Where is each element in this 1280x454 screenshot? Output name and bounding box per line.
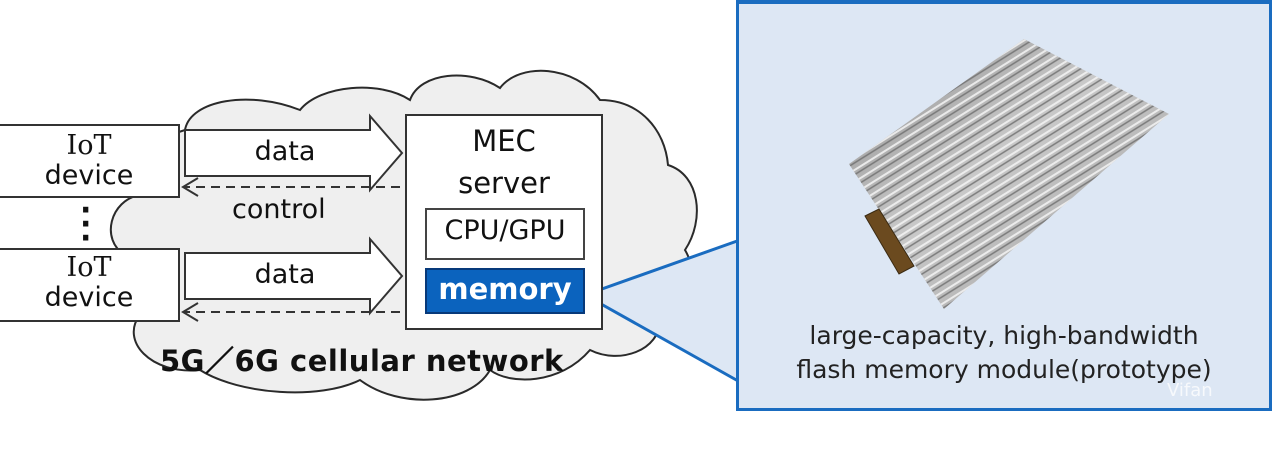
iot-device-box: IoT device [0, 124, 180, 198]
data-arrow-bottom [184, 236, 404, 316]
callout-connector [585, 240, 740, 380]
data-arrow-top [184, 113, 404, 193]
ellipsis: ··· [80, 193, 92, 256]
mec-server-title-line2: server [458, 166, 550, 200]
control-arrowhead-bottom [181, 302, 199, 322]
caption-line2: flash memory module(prototype) [796, 355, 1212, 384]
control-arrowhead-top [181, 177, 199, 197]
flash-memory-callout-panel: large-capacity, high-bandwidth flash mem… [736, 0, 1272, 411]
module-heatsink-fins [849, 39, 1169, 309]
watermark: Vifan [1167, 380, 1213, 401]
iot-device-box: IoT device [0, 248, 180, 322]
callout-line-top [584, 238, 741, 297]
data-label-top: data [254, 136, 316, 167]
callout-line-bottom [584, 293, 741, 384]
iot-device-label-line1: IoT [66, 130, 112, 161]
module-connector [864, 208, 915, 275]
iot-device-label-line1: IoT [66, 252, 112, 283]
mec-server-title-line1: MEC [472, 124, 536, 158]
network-label: 5G／6G cellular network [160, 344, 564, 378]
memory-box: memory [425, 268, 585, 314]
iot-device-label-line2: device [44, 282, 134, 313]
mec-server-box: MEC server CPU/GPU memory [405, 114, 603, 330]
cpu-gpu-box: CPU/GPU [425, 208, 585, 260]
control-label: control [232, 194, 326, 225]
iot-device-label-line2: device [44, 160, 134, 191]
data-label-bottom: data [254, 259, 316, 290]
flash-memory-module-image [849, 39, 1169, 309]
caption-line1: large-capacity, high-bandwidth [809, 321, 1199, 350]
